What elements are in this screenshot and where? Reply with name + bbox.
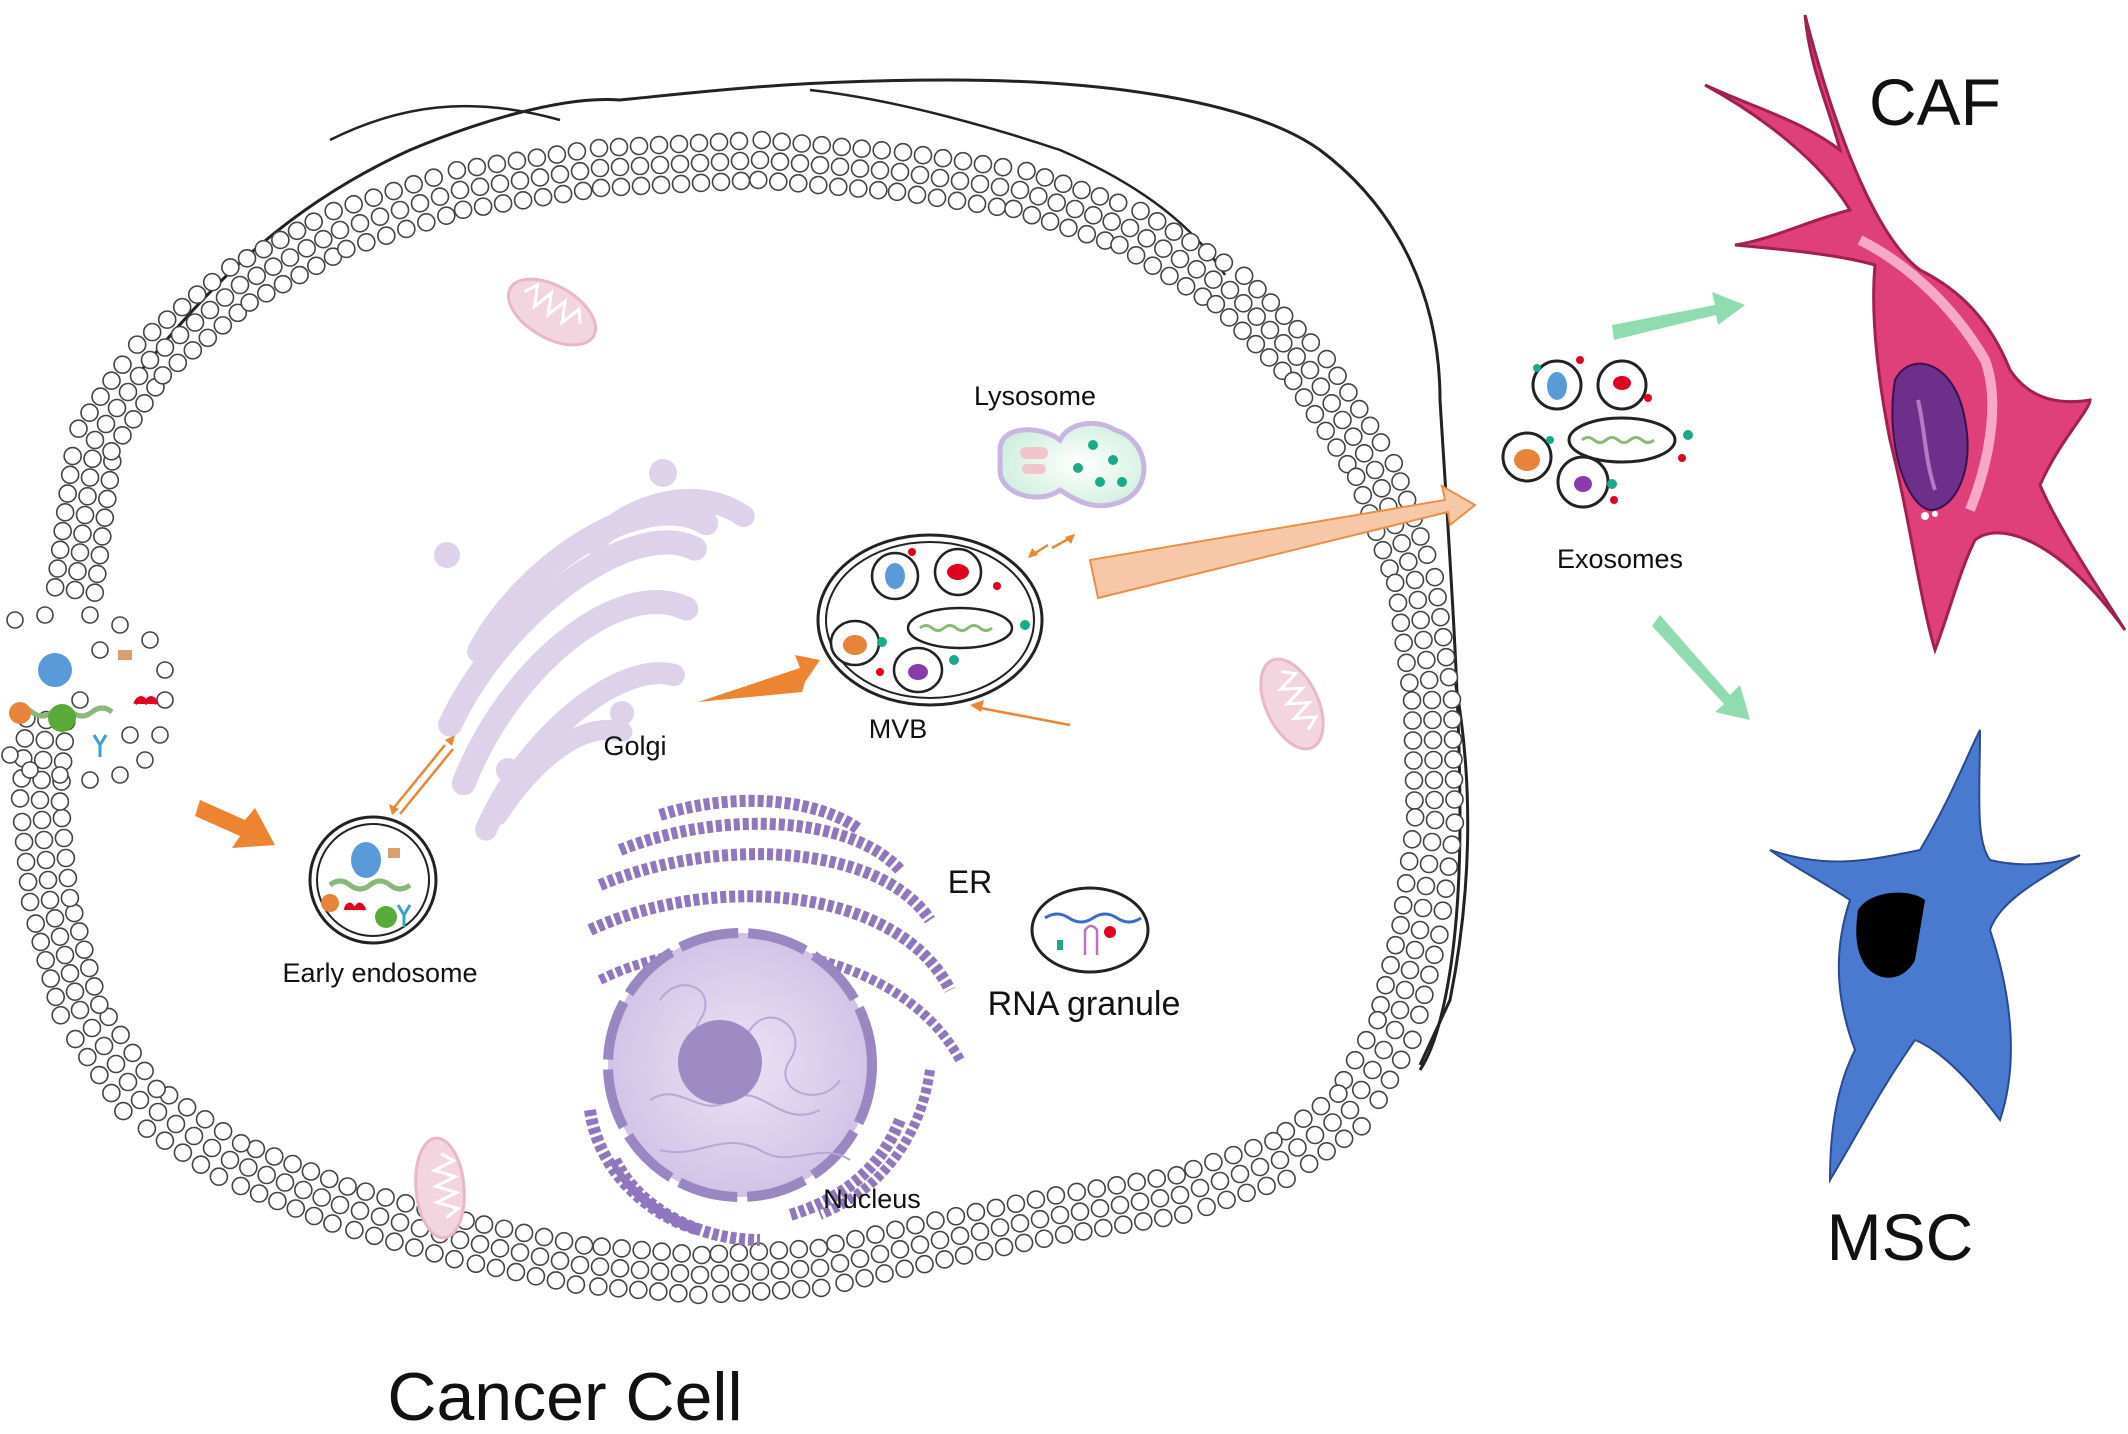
label-caf: CAF [1869,65,2001,139]
label-exosomes: Exosomes [1557,544,1683,574]
label-cancer-cell: Cancer Cell [387,1359,742,1434]
msc-cell-icon [1769,729,2081,1184]
label-er: ER [948,864,992,900]
flow-arrows [195,484,1477,848]
nucleus-icon [603,928,877,1202]
label-msc: MSC [1827,1200,1974,1274]
lysosome-icon [997,420,1147,509]
caf-cell-icon [1704,14,2127,655]
label-early-endosome: Early endosome [282,958,477,988]
exosome-icon [1501,356,1693,509]
mvb-icon [816,533,1044,707]
budding-cargo [9,650,159,757]
rna-granule-icon [1030,886,1150,974]
target-arrows [1612,292,1750,720]
label-lysosome: Lysosome [974,381,1096,411]
label-mvb: MVB [869,714,928,744]
cell-membrane-icon [1,130,1465,1305]
label-golgi: Golgi [603,731,666,761]
mitochondria-icon [1259,657,1325,751]
mitochondria-icon [506,277,598,347]
early-endosome-icon [308,815,438,945]
label-nucleus: Nucleus [823,1184,921,1214]
golgi-icon [434,459,755,841]
label-rna-granule: RNA granule [988,985,1181,1023]
mitochondria-icon [414,1136,466,1240]
cell-outline [130,78,1462,1071]
